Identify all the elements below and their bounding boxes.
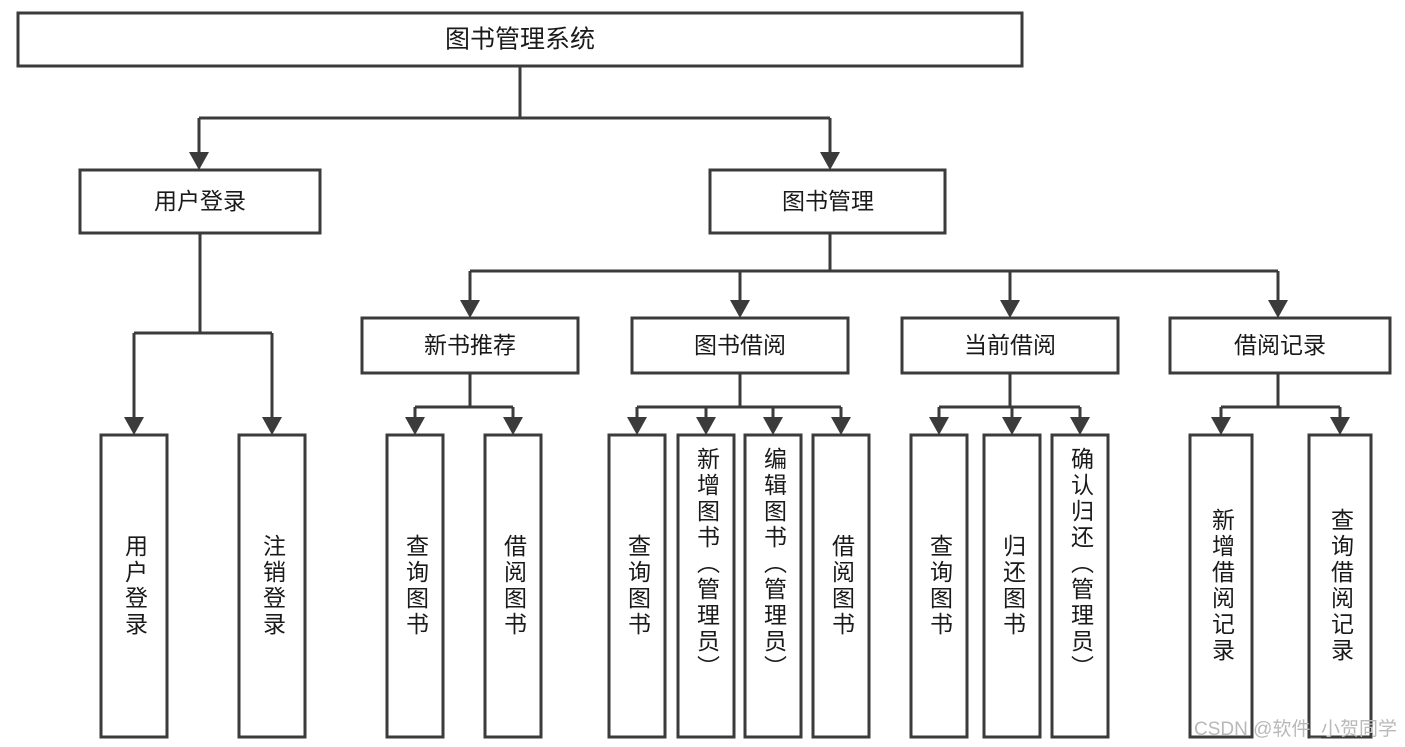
leaf-box-user-login[interactable] <box>99 433 169 739</box>
node-current-borrow-box[interactable] <box>900 316 1120 375</box>
arrow-head-book-borrow-to-leaf-3 <box>763 417 783 435</box>
node-new-book-recommend[interactable]: 新书推荐 <box>360 316 580 375</box>
arrow-head-book-mgmt-to-new-book <box>460 300 480 318</box>
leaf-box-borrow-book[interactable] <box>811 433 871 739</box>
connector-group-current-borrow <box>929 373 1090 435</box>
arrow-head-root-to-user-login <box>189 152 209 170</box>
arrow-head-user-login-to-leaf-2 <box>262 417 282 435</box>
node-book-borrow-label: 图书借阅 <box>694 332 786 358</box>
node-user-login-label: 用户登录 <box>154 188 246 214</box>
arrow-head-borrow-records-to-leaf-1 <box>1211 417 1231 435</box>
arrow-head-current-borrow-to-leaf-1 <box>929 417 949 435</box>
leaf-box-edit-book-admin[interactable] <box>743 433 803 739</box>
node-borrow-records-box[interactable] <box>1168 316 1392 375</box>
leaf-box-query-borrow-record[interactable] <box>1307 433 1373 739</box>
node-root[interactable]: 图书管理系统 <box>16 11 1024 68</box>
node-book-borrow[interactable]: 图书借阅 <box>630 316 850 375</box>
node-borrow-records-label: 借阅记录 <box>1234 332 1326 358</box>
leaf-box-add-borrow-record[interactable] <box>1188 433 1254 739</box>
leaf-box-query-book-new[interactable] <box>385 433 445 739</box>
connector-group-new-book <box>405 373 523 435</box>
arrow-head-book-borrow-to-leaf-4 <box>831 417 851 435</box>
leaf-box-return-book[interactable] <box>982 433 1042 739</box>
node-book-management[interactable]: 图书管理 <box>708 168 947 235</box>
arrow-head-current-borrow-to-leaf-2 <box>1002 417 1022 435</box>
leaf-boxes <box>99 433 1373 739</box>
node-root-label: 图书管理系统 <box>445 26 595 54</box>
arrow-head-book-mgmt-to-borrow <box>730 300 750 318</box>
arrow-head-borrow-records-to-leaf-2 <box>1330 417 1350 435</box>
node-root-box[interactable] <box>16 11 1024 68</box>
arrow-head-new-book-to-leaf-1 <box>405 417 425 435</box>
leaf-box-query-book-current[interactable] <box>909 433 969 739</box>
connector-group-user-login <box>124 233 282 435</box>
node-current-borrow-label: 当前借阅 <box>964 332 1056 358</box>
leaf-box-add-book-admin[interactable] <box>676 433 736 739</box>
leaf-box-confirm-return-admin[interactable] <box>1050 433 1110 739</box>
node-book-management-box[interactable] <box>708 168 947 235</box>
node-book-management-label: 图书管理 <box>782 188 874 214</box>
arrow-head-current-borrow-to-leaf-3 <box>1070 417 1090 435</box>
arrow-head-root-to-book-mgmt <box>820 152 840 170</box>
arrow-head-book-borrow-to-leaf-2 <box>696 417 716 435</box>
arrow-head-book-borrow-to-leaf-1 <box>627 417 647 435</box>
leaf-box-borrow-book-new[interactable] <box>483 433 543 739</box>
arrow-head-book-mgmt-to-records <box>1268 300 1288 318</box>
connector-group-book-borrow <box>627 373 851 435</box>
arrow-head-new-book-to-leaf-2 <box>503 417 523 435</box>
leaf-box-query-book-borrow[interactable] <box>607 433 667 739</box>
node-book-borrow-box[interactable] <box>630 316 850 375</box>
leaf-box-logout[interactable] <box>237 433 307 739</box>
node-current-borrow[interactable]: 当前借阅 <box>900 316 1120 375</box>
node-new-book-recommend-box[interactable] <box>360 316 580 375</box>
connector-group-book-mgmt <box>460 233 1288 318</box>
node-new-book-recommend-label: 新书推荐 <box>424 332 516 358</box>
connector-group-root <box>189 66 840 170</box>
arrow-head-book-mgmt-to-current <box>1000 300 1020 318</box>
arrow-head-user-login-to-leaf-1 <box>124 417 144 435</box>
connector-group-borrow-records <box>1211 373 1350 435</box>
node-user-login-box[interactable] <box>78 168 322 235</box>
node-user-login[interactable]: 用户登录 <box>78 168 322 235</box>
node-borrow-records[interactable]: 借阅记录 <box>1168 316 1392 375</box>
